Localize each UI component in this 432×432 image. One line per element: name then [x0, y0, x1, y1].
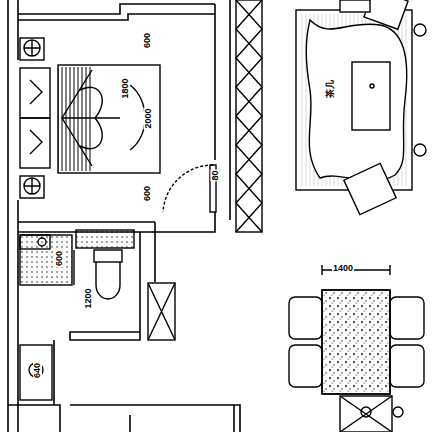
- dimension-text: 600: [144, 31, 153, 48]
- bathroom-fixtures: [20, 230, 175, 400]
- dimension-text: 1200: [84, 287, 93, 309]
- dimension-text: 2000: [144, 107, 153, 129]
- walls: [8, 0, 240, 432]
- dimension-text: 600: [56, 249, 65, 266]
- bed: [20, 38, 160, 198]
- dimension-text: 600: [144, 184, 153, 201]
- dimension-text: 1400: [332, 264, 354, 273]
- dining-set: [289, 265, 424, 432]
- door: [163, 165, 216, 212]
- living-room: [296, 0, 426, 215]
- window-column: [236, 0, 262, 232]
- dimension-text: 1800: [121, 77, 130, 99]
- dimension-text: 640: [34, 361, 43, 378]
- dimension-text: 80: [210, 169, 219, 181]
- room-label: 茶几: [326, 78, 335, 98]
